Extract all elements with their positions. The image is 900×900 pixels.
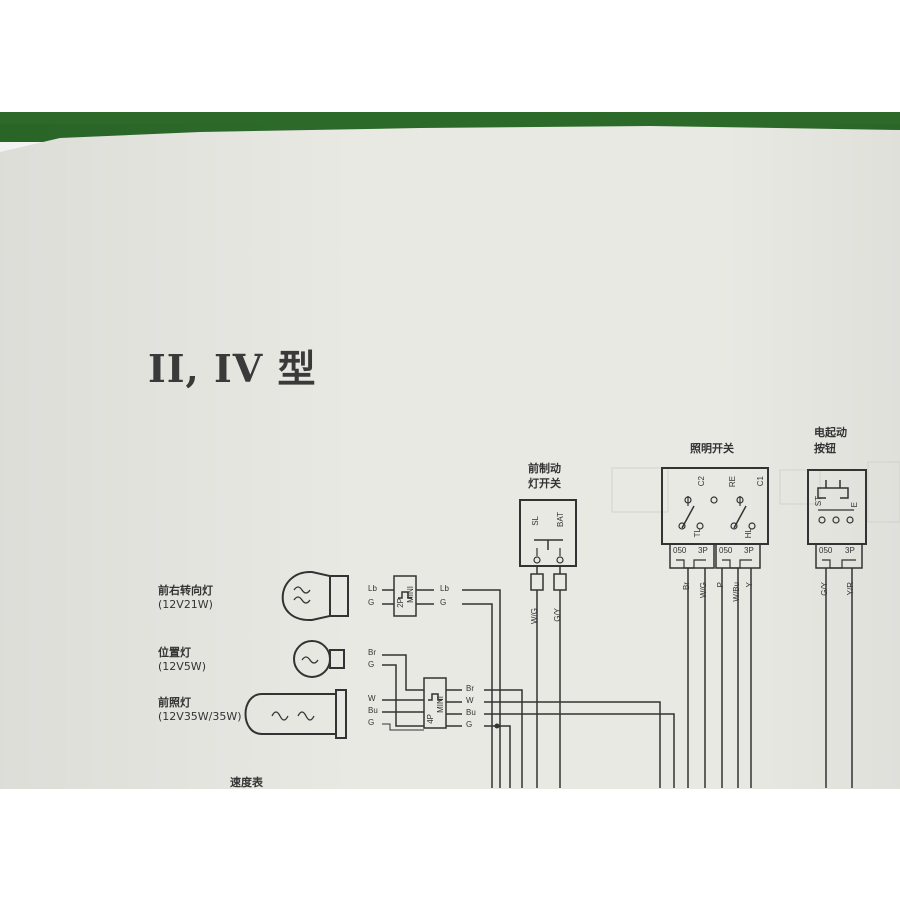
wire-label: G/Y xyxy=(553,608,562,622)
connector-4p-label: 4P xyxy=(426,714,435,724)
turn-lamp-rating: (12V21W) xyxy=(158,598,213,611)
connector-label: 050 xyxy=(673,546,687,555)
wire-label: G/Y xyxy=(820,582,829,596)
connector-2p-mini xyxy=(382,575,434,617)
connector-2p-label: 2P xyxy=(396,598,405,608)
wire-label: Br xyxy=(682,582,691,590)
front-brake-switch xyxy=(519,499,577,788)
connector-label: 050 xyxy=(719,546,733,555)
connector-label: 3P xyxy=(845,546,855,555)
terminal-label: BAT xyxy=(556,512,565,527)
wire-label: W xyxy=(368,694,376,703)
wire-label: G xyxy=(368,718,375,727)
lighting-switch xyxy=(661,467,769,788)
terminal-label: E xyxy=(850,502,859,508)
wire-label: G xyxy=(368,660,375,669)
lamp-wires xyxy=(382,654,424,731)
wire-label: Bu xyxy=(466,708,476,717)
wire-label: W/G xyxy=(530,608,539,624)
junction-dot xyxy=(494,723,500,729)
terminal-label: TL xyxy=(693,528,702,538)
wire-label: W/G xyxy=(699,582,708,598)
wire-label: G xyxy=(466,720,473,729)
headlamp-bulb-icon xyxy=(244,689,347,739)
wire-label: Br xyxy=(466,684,474,693)
starter-button-name-line2: 按钮 xyxy=(814,442,836,455)
position-lamp-bulb-icon xyxy=(293,640,345,678)
turn-lamp-name: 前右转向灯 xyxy=(158,584,213,597)
wire-label: Y/R xyxy=(846,582,855,596)
wire-label: Br xyxy=(368,648,376,657)
brake-switch-name-line2: 灯开关 xyxy=(528,477,561,490)
terminal-label: C2 xyxy=(697,476,706,487)
wire-label: W xyxy=(466,696,474,705)
connector-2p-mini-label: MINI xyxy=(406,586,415,603)
connector-label: 3P xyxy=(744,546,754,555)
manual-page xyxy=(0,126,900,789)
headlamp-name: 前照灯 xyxy=(158,696,191,709)
connector-4p-mini xyxy=(423,677,462,729)
terminal-label: RE xyxy=(728,476,737,488)
wire-label: G xyxy=(368,598,375,607)
wire-label: Lb xyxy=(368,584,377,593)
connector-label: 050 xyxy=(819,546,833,555)
position-lamp-name: 位置灯 xyxy=(158,646,191,659)
wire-label: Y xyxy=(745,582,754,588)
lighting-switch-name: 照明开关 xyxy=(690,442,734,455)
starter-button xyxy=(807,469,867,788)
terminal-label: HL xyxy=(744,528,753,539)
wire-label: P xyxy=(716,582,725,588)
harness-wires xyxy=(462,589,675,788)
brake-switch-name-line1: 前制动 xyxy=(528,462,561,475)
starter-button-name-line1: 电起动 xyxy=(814,426,847,439)
wire-label: Bu xyxy=(368,706,378,715)
connector-label: 3P xyxy=(698,546,708,555)
terminal-label: SL xyxy=(531,516,540,526)
terminal-label: ST xyxy=(814,496,823,507)
speedometer-label: 速度表 xyxy=(230,776,263,789)
connector-4p-mini-label: MINI xyxy=(436,696,445,713)
headlamp-rating: (12V35W/35W) xyxy=(158,710,242,723)
wire-label: Lb xyxy=(440,584,449,593)
turn-lamp-bulb-icon xyxy=(281,570,349,622)
wire-label: G xyxy=(440,598,447,607)
terminal-label: C1 xyxy=(756,476,765,487)
position-lamp-rating: (12V5W) xyxy=(158,660,206,673)
wire-label: W/Bu xyxy=(732,582,741,602)
document-title: II, IV 型 xyxy=(148,346,317,391)
